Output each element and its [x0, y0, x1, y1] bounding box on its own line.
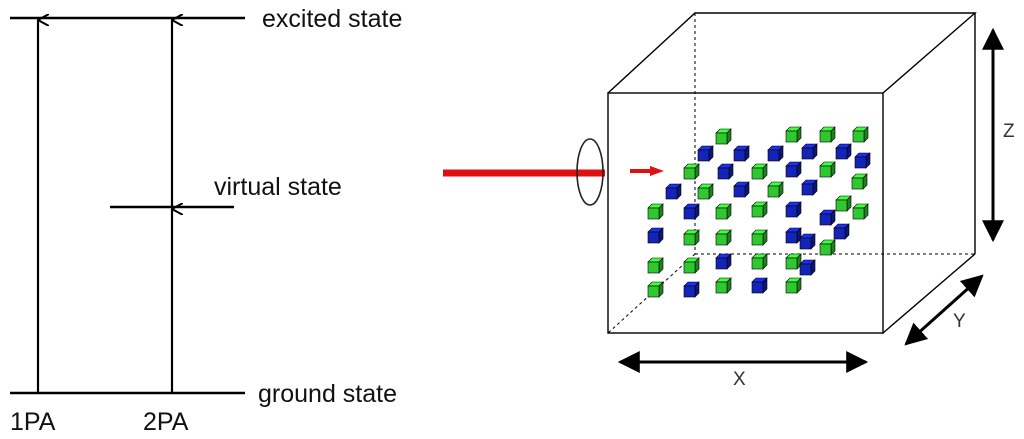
voxel-cube-blue — [665, 183, 682, 200]
hidden-edge-diagonal — [607, 253, 696, 334]
voxel-cube-green — [715, 277, 732, 294]
voxel-cube-blue — [733, 145, 750, 162]
voxel-cube-blue — [767, 145, 784, 162]
focused-beam-head — [650, 166, 664, 176]
z-axis-label: Z — [1003, 121, 1015, 142]
voxel-cube-blue — [717, 163, 734, 180]
voxel-cube-green — [647, 203, 664, 220]
excited-state-label: excited state — [262, 5, 402, 33]
voxel-cube-green — [819, 126, 836, 143]
voxel-cube-blue — [854, 152, 871, 169]
voxel-cube-green — [697, 183, 714, 200]
voxel-cube-blue — [785, 201, 802, 218]
voxel-cube-blue — [835, 143, 852, 160]
one-photon-label: 1PA — [10, 408, 56, 436]
voxel-cube-blue — [683, 281, 700, 298]
voxel-cube-green — [683, 257, 700, 274]
voxel-cube-green — [835, 195, 852, 212]
two-photon-label: 2PA — [143, 408, 189, 436]
voxel-cube-blue — [683, 203, 700, 220]
y-dimension-arrow — [904, 274, 984, 346]
voxel-cube-green — [647, 281, 664, 298]
voxel-cube-green — [852, 126, 869, 143]
y-axis-label: Y — [953, 311, 966, 332]
ground-state-label: ground state — [258, 380, 397, 408]
laser-beam-group — [443, 138, 664, 206]
voxel-cube-green — [819, 161, 836, 178]
x-axis-label: X — [733, 369, 746, 390]
voxel-cube-blue — [801, 179, 818, 196]
voxel-cube-green — [751, 163, 768, 180]
voxel-cube-blue — [819, 209, 836, 226]
voxel-cube-blue — [801, 143, 818, 160]
voxel-cube-green — [683, 163, 700, 180]
voxel-cube-green — [751, 201, 768, 218]
energy-level-diagram: excited state virtual state ground state… — [10, 5, 402, 436]
voxel-cube-green — [715, 128, 732, 145]
voxel-cube-green — [751, 253, 768, 270]
voxel-cube-blue — [715, 253, 732, 270]
voxel-cube-green — [819, 239, 836, 256]
voxel-cube-blue — [751, 277, 768, 294]
voxel-cube-green — [785, 277, 802, 294]
voxel-cube-green — [785, 126, 802, 143]
voxel-cube-blue — [833, 223, 850, 240]
voxel-cube-green — [767, 181, 784, 198]
voxel-cube-green — [852, 203, 869, 220]
cube-front-face — [607, 92, 884, 334]
focusing-lens — [576, 138, 604, 206]
virtual-state-label: virtual state — [214, 173, 342, 201]
voxel-cube-blue — [799, 259, 816, 276]
voxel-lattice — [647, 126, 871, 298]
voxel-cube-blue — [647, 227, 664, 244]
voxel-cube-green — [683, 229, 700, 246]
voxel-cube-blue — [785, 161, 802, 178]
voxel-cube-blue — [733, 181, 750, 198]
dimension-arrows: X Y Z — [617, 27, 1015, 390]
voxel-cube-blue — [785, 227, 802, 244]
voxel-cube-green — [647, 257, 664, 274]
voxel-cube-blue — [697, 145, 714, 162]
voxel-cube-green — [715, 203, 732, 220]
voxel-cube-green — [751, 229, 768, 246]
voxel-cube-green — [785, 253, 802, 270]
cube-back-top — [607, 12, 977, 94]
voxel-cube-green — [715, 229, 732, 246]
voxel-cube-blue — [799, 233, 816, 250]
voxel-cube-green — [851, 173, 868, 190]
